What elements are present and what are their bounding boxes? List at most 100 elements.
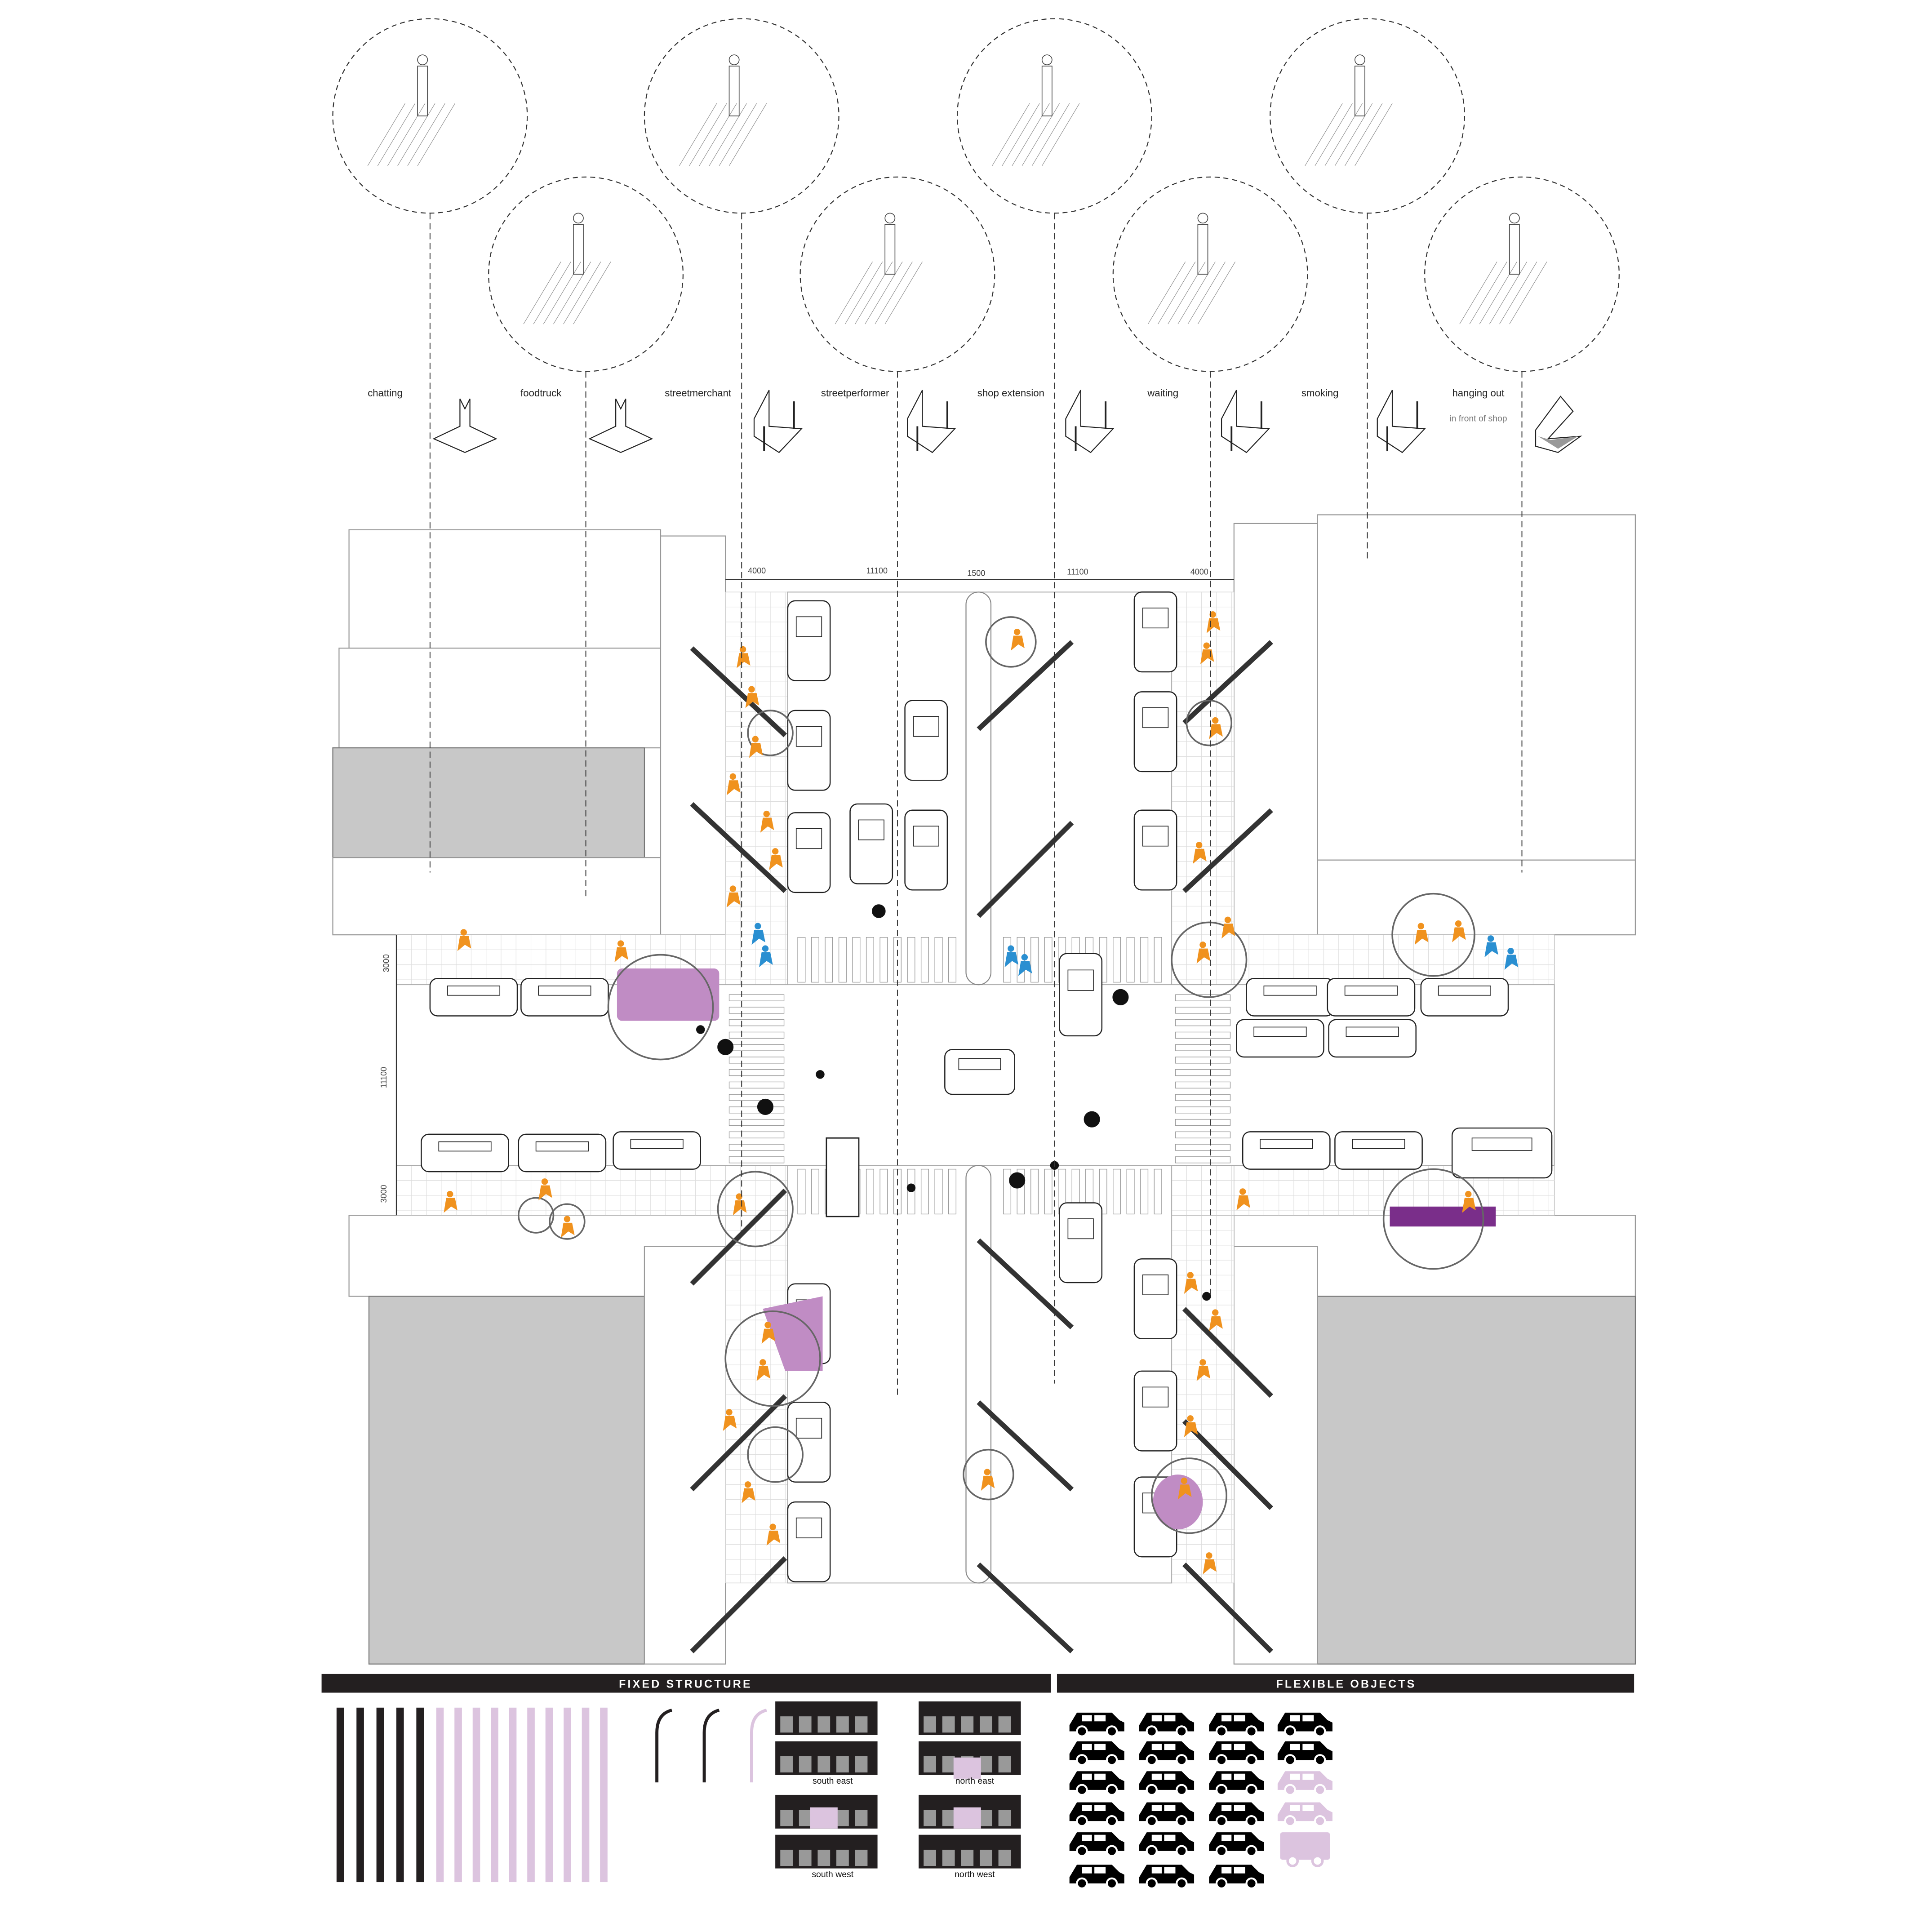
- legend-car-icon: [1209, 1865, 1264, 1890]
- parked-car: [787, 812, 831, 893]
- bollard-pink: [509, 1707, 517, 1883]
- person-body: [1178, 1484, 1192, 1500]
- car-window: [1234, 1834, 1245, 1841]
- car-body: [421, 1133, 509, 1173]
- car-window: [1290, 1773, 1300, 1780]
- facade-window: [998, 1849, 1011, 1866]
- person-head: [1209, 611, 1216, 618]
- person-body: [561, 1222, 575, 1238]
- car-body: [787, 1501, 831, 1582]
- sketch-stroke: [1187, 262, 1226, 324]
- bollard-pink: [545, 1707, 553, 1883]
- bollard-pink: [582, 1707, 590, 1883]
- person-head: [752, 736, 759, 742]
- car-windshield: [795, 828, 822, 849]
- facade-window: [924, 1756, 936, 1772]
- person-head: [764, 1322, 771, 1328]
- sketch-figure-head: [1509, 213, 1520, 224]
- legend-car-icon: [1069, 1712, 1124, 1737]
- person-body: [1414, 930, 1429, 945]
- facade-thumbnail: [775, 1701, 878, 1775]
- parked-car: [1133, 1370, 1177, 1452]
- bollard-black: [336, 1707, 344, 1883]
- activity-sketch-circles: [332, 18, 1620, 372]
- marker-dot: [1084, 1111, 1100, 1128]
- facade-window: [942, 1756, 955, 1772]
- street-bench-row: [977, 821, 1074, 918]
- car-window: [1164, 1867, 1176, 1874]
- facade-window: [799, 1810, 812, 1826]
- person-head: [1417, 923, 1425, 929]
- car-window: [1082, 1715, 1092, 1722]
- crosswalk-stripe: [934, 937, 943, 983]
- legend-car-icon: [1069, 1741, 1124, 1766]
- sidewalk: [1171, 591, 1235, 935]
- facade-window: [836, 1716, 849, 1733]
- sketch-figure: [1041, 66, 1053, 116]
- dim-top-5: 4000: [1190, 568, 1208, 577]
- person-head: [1199, 1359, 1206, 1366]
- sketch-stroke: [1315, 103, 1353, 166]
- facade-window: [998, 1716, 1011, 1733]
- crosswalk-stripe: [728, 1081, 785, 1089]
- person-body: [1011, 635, 1025, 651]
- car-wheel: [1076, 1784, 1088, 1796]
- car-wheel: [1106, 1877, 1118, 1890]
- parked-car: [1327, 977, 1416, 1017]
- building-southeast-roof: [1317, 1296, 1636, 1665]
- person-head: [1181, 1477, 1188, 1484]
- activity-highlight-circle: [1382, 1168, 1484, 1270]
- crosswalk-stripe: [934, 1168, 943, 1215]
- car-body: [1236, 1019, 1324, 1058]
- facade-window: [780, 1756, 793, 1772]
- activity-highlight-circle: [1391, 893, 1475, 977]
- car-windshield: [447, 986, 501, 996]
- icon-shape: [1065, 390, 1115, 453]
- person-body: [756, 1366, 771, 1381]
- crosswalk-stripe: [1044, 1168, 1053, 1215]
- car-wheel: [1314, 1725, 1326, 1737]
- standing-person: [1236, 1188, 1250, 1211]
- bollard-pink: [564, 1707, 571, 1883]
- waiting-person: [1018, 954, 1032, 976]
- street-bench-row: [1182, 808, 1273, 893]
- car-window: [1094, 1834, 1106, 1841]
- sidewalk: [1234, 934, 1555, 985]
- dim-top-3: 1500: [967, 568, 985, 577]
- car-window: [1234, 1805, 1245, 1811]
- crosswalk-stripe: [920, 937, 929, 983]
- person-body: [1004, 952, 1018, 968]
- sketch-figure: [573, 224, 584, 275]
- car-body: [1133, 591, 1177, 673]
- street-bench-row: [690, 802, 787, 893]
- person-head: [1199, 942, 1206, 948]
- person-body: [733, 1200, 747, 1216]
- parked-car: [613, 1131, 701, 1170]
- crosswalk-stripe: [838, 937, 847, 983]
- grate: [826, 1137, 860, 1217]
- sketch-stroke: [729, 103, 767, 166]
- car-window: [1164, 1805, 1176, 1811]
- car-window: [1234, 1744, 1245, 1750]
- person-head: [1187, 1272, 1194, 1279]
- car-windshield: [1142, 707, 1169, 728]
- legend-truck-icon: [1280, 1832, 1330, 1867]
- car-window: [1094, 1744, 1106, 1750]
- car-wheel: [1076, 1754, 1088, 1766]
- car-wheel: [1245, 1877, 1257, 1890]
- car-body: [1133, 1370, 1177, 1452]
- standing-person: [742, 1481, 755, 1503]
- car-body: [1133, 1258, 1177, 1340]
- icon-seat: [1538, 436, 1578, 449]
- car-body: [429, 977, 518, 1017]
- sidewalk-grid: [396, 591, 1555, 1584]
- sketch-circle-streetmerchant: [644, 18, 839, 214]
- car-windshield: [1142, 1386, 1169, 1408]
- parked-car: [787, 1401, 831, 1483]
- marker-dot: [1202, 1292, 1211, 1301]
- sketch-stroke: [1459, 262, 1497, 324]
- street-bench-row: [1182, 640, 1273, 725]
- parked-car: [518, 1133, 607, 1173]
- legend-car-icon: [1069, 1865, 1124, 1890]
- fixed-structure-header: [321, 1674, 1051, 1693]
